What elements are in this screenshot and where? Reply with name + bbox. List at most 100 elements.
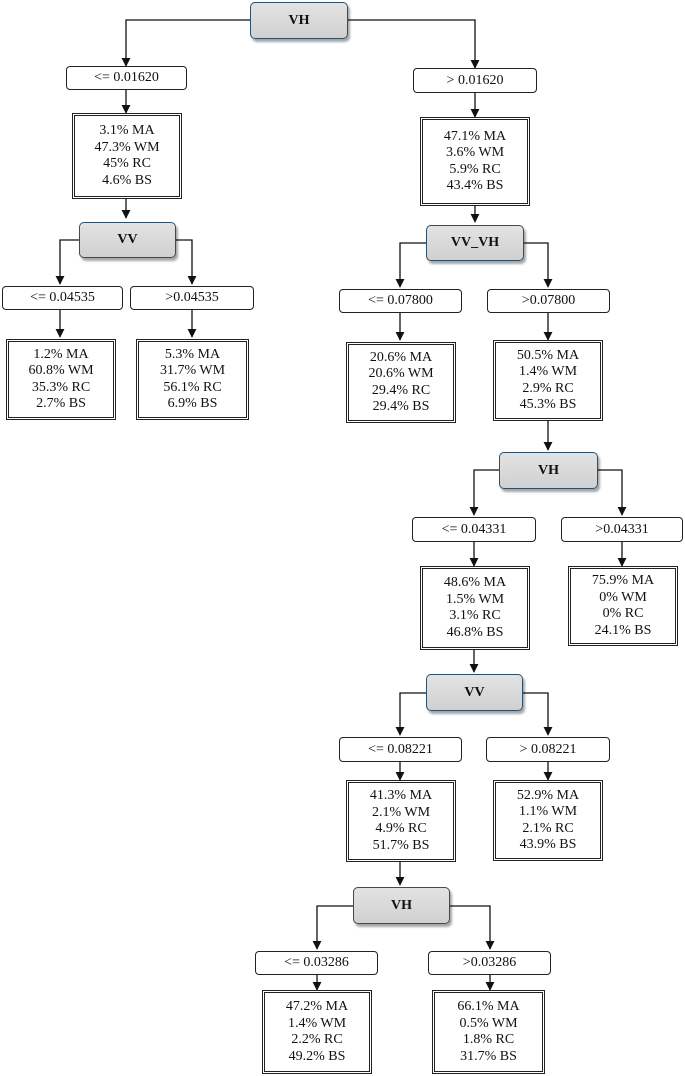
stat-rc: 56.1% RC — [163, 379, 222, 395]
condition-box-le-0.04535: <= 0.04535 — [2, 286, 123, 310]
class-distribution-box: 20.6% MA 20.6% WM 29.4% RC 29.4% BS — [346, 342, 456, 423]
split-node-label: VH — [391, 897, 412, 913]
stat-rc: 2.1% RC — [522, 820, 574, 836]
edge — [469, 469, 499, 516]
condition-box-gt-0.01620: > 0.01620 — [413, 68, 537, 93]
split-node-label: VH — [538, 462, 559, 478]
condition-box-le-0.07800: <= 0.07800 — [339, 289, 462, 313]
stat-bs: 24.1% BS — [594, 622, 652, 638]
condition-box-gt-0.03286: >0.03286 — [428, 951, 551, 975]
class-distribution-box: 50.5% MA 1.4% WM 2.9% RC 45.3% BS — [493, 340, 603, 421]
stat-bs: 46.8% BS — [446, 624, 504, 640]
condition-label: >0.04331 — [595, 521, 649, 537]
condition-box-le-0.08221: <= 0.08221 — [339, 737, 462, 762]
stat-bs: 4.6% BS — [102, 172, 152, 188]
edge — [312, 905, 353, 950]
stat-wm: 20.6% WM — [368, 366, 434, 381]
condition-label: <= 0.08221 — [368, 741, 433, 757]
stat-ma: 5.3% MA — [164, 346, 221, 362]
condition-label: <= 0.03286 — [284, 955, 349, 970]
class-distribution-box: 5.3% MA 31.7% WM 56.1% RC 6.9% BS — [136, 339, 249, 420]
condition-box-le-0.04331: <= 0.04331 — [412, 517, 536, 542]
edge — [55, 239, 79, 285]
stat-wm: 0% WM — [599, 589, 647, 605]
class-distribution-box: 3.1% MA 47.3% WM 45% RC 4.6% BS — [72, 113, 182, 199]
split-node-label: VV — [464, 684, 485, 700]
condition-label: >0.04535 — [165, 290, 219, 305]
stat-rc: 35.3% RC — [31, 379, 91, 395]
stat-wm: 31.7% WM — [159, 363, 226, 378]
split-node-vv: VV — [79, 222, 176, 258]
split-node-vh-root: VH — [250, 2, 348, 39]
condition-label: >0.07800 — [521, 293, 576, 308]
condition-box-le-0.03286: <= 0.03286 — [255, 951, 378, 975]
stat-rc: 2.9% RC — [522, 380, 574, 396]
split-node-vh: VH — [499, 452, 598, 489]
edge — [395, 692, 426, 736]
stat-bs: 45.3% BS — [519, 397, 577, 412]
edge — [395, 242, 426, 288]
condition-box-gt-0.08221: > 0.08221 — [486, 737, 610, 762]
stat-wm: 0.5% WM — [459, 1015, 518, 1031]
condition-label: <= 0.04331 — [441, 521, 507, 537]
stat-ma: 20.6% MA — [369, 349, 433, 365]
condition-label: <= 0.04535 — [30, 290, 95, 305]
split-node-label: VV_VH — [450, 235, 500, 250]
class-distribution-box: 48.6% MA 1.5% WM 3.1% RC 46.8% BS — [420, 566, 530, 650]
stat-ma: 3.1% MA — [99, 123, 155, 138]
edge — [523, 692, 553, 736]
stat-rc: 29.4% RC — [371, 382, 431, 398]
stat-bs: 6.9% BS — [167, 396, 218, 411]
edge — [598, 469, 627, 516]
stat-wm: 47.3% WM — [94, 139, 160, 155]
edge — [176, 239, 197, 285]
stat-rc: 0% RC — [602, 606, 644, 621]
split-node-label: VV — [117, 232, 138, 247]
stat-bs: 31.7% BS — [460, 1048, 517, 1064]
class-distribution-box: 66.1% MA 0.5% WM 1.8% RC 31.7% BS — [432, 990, 545, 1074]
stat-wm: 3.6% WM — [445, 145, 505, 160]
class-distribution-box: 41.3% MA 2.1% WM 4.9% RC 51.7% BS — [346, 780, 456, 862]
stat-ma: 52.9% MA — [516, 787, 580, 803]
class-distribution-box: 75.9% MA 0% WM 0% RC 24.1% BS — [568, 566, 678, 646]
condition-label: <= 0.01620 — [94, 70, 159, 85]
stat-ma: 48.6% MA — [443, 575, 507, 590]
edge — [348, 19, 480, 69]
split-node-vv-vh: VV_VH — [426, 225, 524, 261]
stat-rc: 5.9% RC — [449, 161, 501, 177]
condition-box-le-0.01620: <= 0.01620 — [66, 66, 187, 90]
stat-rc: 4.9% RC — [375, 821, 427, 836]
stat-bs: 29.4% BS — [372, 399, 430, 414]
condition-box-gt-0.04331: >0.04331 — [561, 517, 683, 542]
condition-box-gt-0.07800: >0.07800 — [487, 289, 610, 313]
class-distribution-box: 1.2% MA 60.8% WM 35.3% RC 2.7% BS — [6, 339, 116, 420]
stat-rc: 3.1% RC — [449, 608, 501, 623]
edge — [524, 242, 553, 288]
stat-ma: 47.1% MA — [443, 128, 507, 144]
split-node-vh: VH — [353, 887, 450, 924]
stat-ma: 47.2% MA — [285, 999, 349, 1014]
class-distribution-box: 52.9% MA 1.1% WM 2.1% RC 43.9% BS — [493, 780, 603, 861]
stat-rc: 1.8% RC — [462, 1032, 515, 1047]
condition-label: >0.03286 — [462, 955, 517, 970]
stat-bs: 49.2% BS — [288, 1048, 346, 1064]
condition-box-gt-0.04535: >0.04535 — [130, 286, 254, 310]
stat-wm: 1.4% WM — [518, 364, 578, 379]
stat-wm: 1.1% WM — [518, 804, 578, 819]
class-distribution-box: 47.2% MA 1.4% WM 2.2% RC 49.2% BS — [262, 990, 372, 1074]
condition-label: <= 0.07800 — [368, 293, 433, 308]
edge — [450, 905, 495, 950]
edge — [121, 19, 250, 67]
split-node-vv: VV — [426, 674, 523, 711]
stat-wm: 1.4% WM — [287, 1015, 347, 1031]
split-node-label: VH — [288, 12, 310, 28]
stat-wm: 2.1% WM — [371, 804, 431, 820]
stat-bs: 2.7% BS — [36, 396, 86, 411]
class-distribution-box: 47.1% MA 3.6% WM 5.9% RC 43.4% BS — [420, 117, 530, 206]
stat-ma: 41.3% MA — [369, 788, 433, 803]
stat-wm: 60.8% WM — [28, 363, 94, 378]
stat-rc: 45% RC — [103, 156, 151, 171]
stat-rc: 2.2% RC — [291, 1032, 343, 1047]
stat-ma: 66.1% MA — [457, 999, 520, 1014]
